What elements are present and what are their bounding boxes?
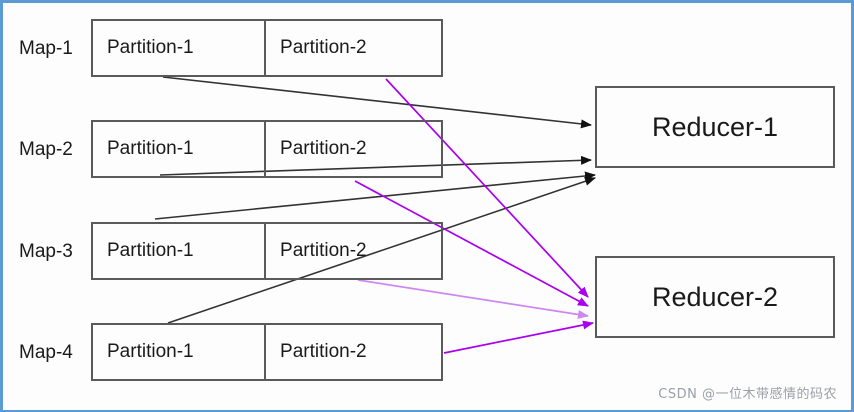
map-label-3: Map-3 xyxy=(19,241,73,262)
map-4-partition-2[interactable]: Partition-2 xyxy=(280,341,367,362)
map-2-partition-1[interactable]: Partition-1 xyxy=(93,122,267,176)
map-label-4: Map-4 xyxy=(19,342,73,363)
reducer-2-box[interactable]: Reducer-2 xyxy=(595,256,835,338)
edge-map3-p2-to-reducer2 xyxy=(357,279,589,319)
edge-map4-p2-to-reducer2 xyxy=(443,320,594,354)
map-1-partition-2[interactable]: Partition-2 xyxy=(280,37,367,58)
csdn-watermark: CSDN @一位木带感情的码农 xyxy=(658,387,837,402)
map-3-partition-2[interactable]: Partition-2 xyxy=(280,240,367,261)
edge-map1-p1-to-reducer1 xyxy=(162,76,592,129)
map-row-3: Partition-1 Partition-2 xyxy=(91,222,443,280)
edge-map3-p1-to-reducer1 xyxy=(154,171,596,220)
map-2-partition-2[interactable]: Partition-2 xyxy=(280,138,367,159)
map-row-2: Partition-1 Partition-2 xyxy=(91,120,443,178)
map-row-4: Partition-1 Partition-2 xyxy=(91,323,443,381)
map-row-1: Partition-1 Partition-2 xyxy=(91,19,443,77)
map-label-2: Map-2 xyxy=(19,139,73,160)
map-label-1: Map-1 xyxy=(19,38,73,59)
reducer-1-box[interactable]: Reducer-1 xyxy=(595,86,835,168)
map-1-partition-1[interactable]: Partition-1 xyxy=(93,21,267,75)
map-4-partition-1[interactable]: Partition-1 xyxy=(93,325,267,379)
map-3-partition-1[interactable]: Partition-1 xyxy=(93,224,267,278)
